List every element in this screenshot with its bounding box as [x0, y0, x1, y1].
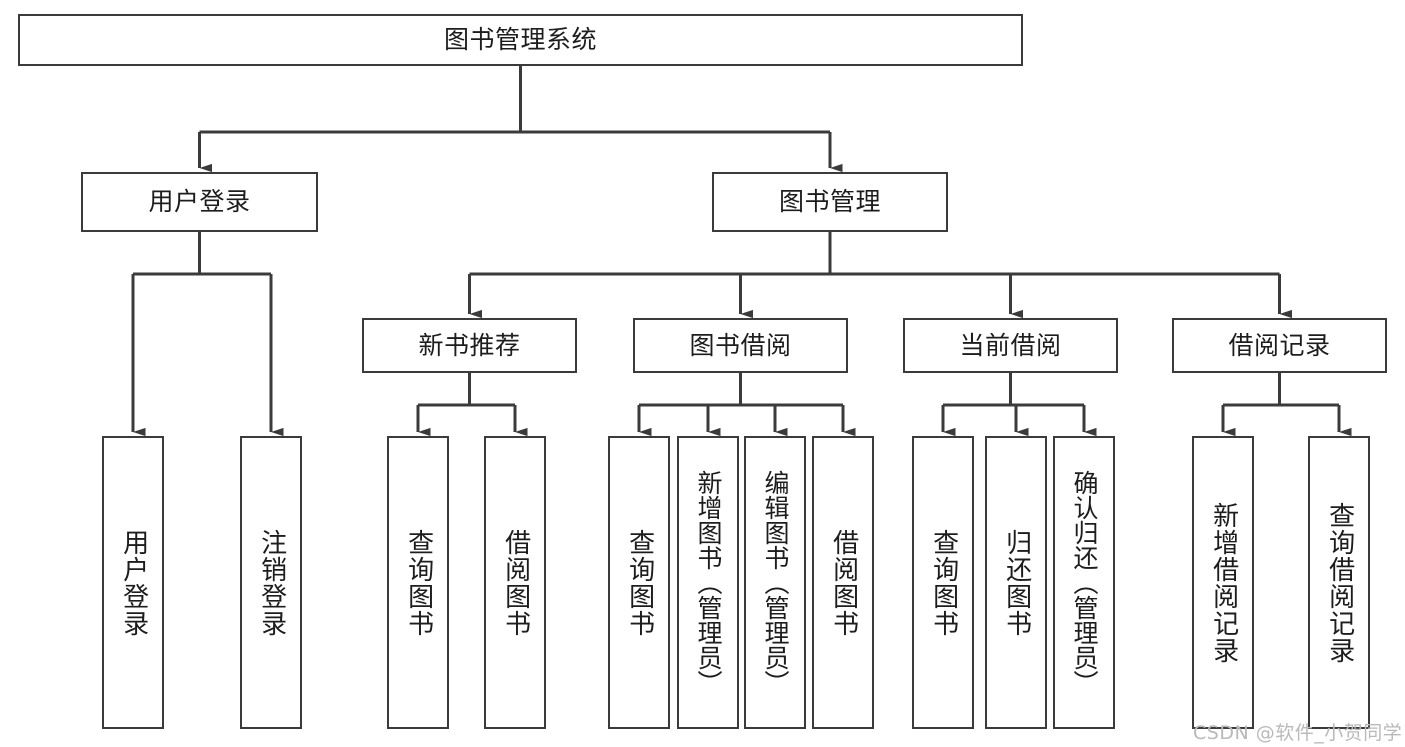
- node-user-login[interactable]: 用户登录: [81, 172, 318, 232]
- node-current-borrow[interactable]: 当前借阅: [903, 318, 1118, 373]
- leaf-edit-book-admin[interactable]: 编辑图书（管理员）: [744, 436, 806, 729]
- leaf-user-logout[interactable]: 注销登录: [240, 436, 302, 729]
- leaf-user-login[interactable]: 用户登录: [102, 436, 164, 729]
- leaf-query-book-current[interactable]: 查询图书: [912, 436, 974, 729]
- node-root[interactable]: 图书管理系统: [18, 14, 1023, 66]
- csdn-watermark: CSDN @软件_小贺同学: [1193, 722, 1403, 744]
- leaf-add-book-admin[interactable]: 新增图书（管理员）: [677, 436, 739, 729]
- leaf-query-borrow-record[interactable]: 查询借阅记录: [1308, 436, 1370, 729]
- node-book-manage[interactable]: 图书管理: [712, 172, 948, 232]
- leaf-query-book-recommend[interactable]: 查询图书: [387, 436, 449, 729]
- leaf-add-borrow-record[interactable]: 新增借阅记录: [1192, 436, 1254, 729]
- leaf-borrow-book[interactable]: 借阅图书: [812, 436, 874, 729]
- node-borrow-record[interactable]: 借阅记录: [1172, 318, 1387, 373]
- leaf-confirm-return-admin[interactable]: 确认归还（管理员）: [1053, 436, 1115, 729]
- leaf-query-book-borrow[interactable]: 查询图书: [608, 436, 670, 729]
- leaf-return-book[interactable]: 归还图书: [985, 436, 1047, 729]
- node-book-borrow[interactable]: 图书借阅: [633, 318, 848, 373]
- node-new-book-recommend[interactable]: 新书推荐: [362, 318, 577, 373]
- leaf-borrow-book-recommend[interactable]: 借阅图书: [484, 436, 546, 729]
